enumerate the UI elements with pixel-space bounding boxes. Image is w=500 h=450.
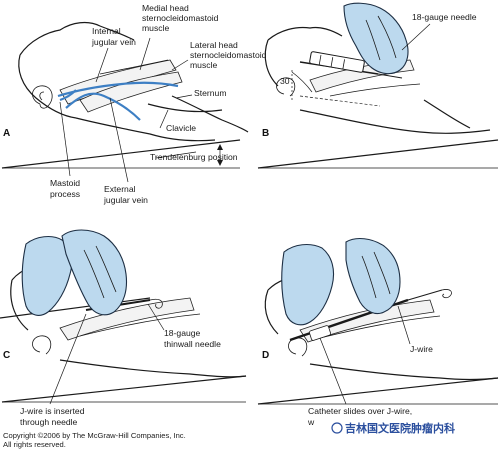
gloved-hand-c-left xyxy=(21,235,73,316)
panel-b: B 18-gauge needle 30 xyxy=(257,2,499,169)
label-18-gauge-thinwall-needle: 18-gauge thinwall needle xyxy=(164,328,221,349)
gloved-hand-b xyxy=(343,2,409,75)
label-mastoid-process: Mastoid process xyxy=(50,178,82,199)
panel-a-letter: A xyxy=(3,128,10,139)
label-medial-head-scm: Medial head sternocleidomastoid muscle xyxy=(142,3,221,33)
gloved-hand-d-right xyxy=(345,237,401,315)
copyright-line-1: Copyright ©2006 by The McGraw-Hill Compa… xyxy=(3,431,186,440)
copyright-line-2: All rights reserved. xyxy=(3,440,66,449)
panel-d: D J-wire Catheter slides over J-wire, w xyxy=(257,237,499,427)
panel-b-letter: B xyxy=(262,128,269,139)
label-trendelenburg: Trendelenburg position xyxy=(150,152,238,162)
label-18-gauge-needle: 18-gauge needle xyxy=(412,12,477,22)
label-angle-30: 30 xyxy=(280,76,290,86)
label-internal-jugular-vein: Internal jugular vein xyxy=(91,26,136,47)
label-jwire: J-wire xyxy=(410,344,433,354)
label-external-jugular-vein: External jugular vein xyxy=(103,184,148,205)
panel-c-letter: C xyxy=(3,350,10,361)
footer: Copyright ©2006 by The McGraw-Hill Compa… xyxy=(3,421,455,449)
label-clavicle: Clavicle xyxy=(166,123,196,133)
gloved-hand-d-left xyxy=(281,243,335,326)
panel-a: A Internal jugular vein Medial head ster… xyxy=(1,3,269,205)
label-sternum: Sternum xyxy=(194,88,226,98)
watermark-logo-icon xyxy=(331,422,343,434)
panel-d-letter: D xyxy=(262,350,269,361)
panel-c: C 18-gauge thinwall needle J-wire is ins… xyxy=(0,229,247,427)
label-catheter-slides: Catheter slides over J-wire, w xyxy=(307,406,415,427)
watermark-text: 吉林国文医院肿瘤内科 xyxy=(345,421,455,435)
label-lateral-head-scm: Lateral head sternocleidomastoid muscle xyxy=(190,40,269,70)
label-jwire-inserted: J-wire is inserted through needle xyxy=(20,406,87,427)
